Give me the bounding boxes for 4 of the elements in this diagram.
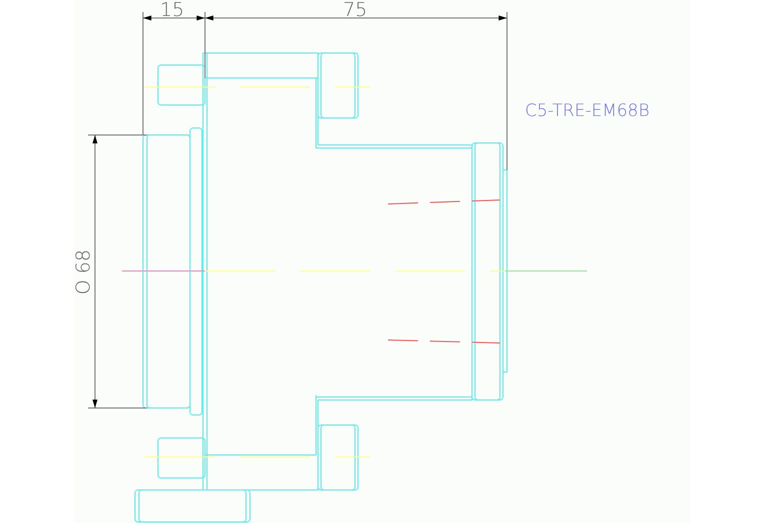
dimension-value: O 68 [74, 249, 94, 295]
dimension-value: 15 [160, 1, 184, 20]
dimension-value: 75 [343, 1, 368, 20]
part-number: C5-TRE-EM68B [525, 103, 650, 120]
